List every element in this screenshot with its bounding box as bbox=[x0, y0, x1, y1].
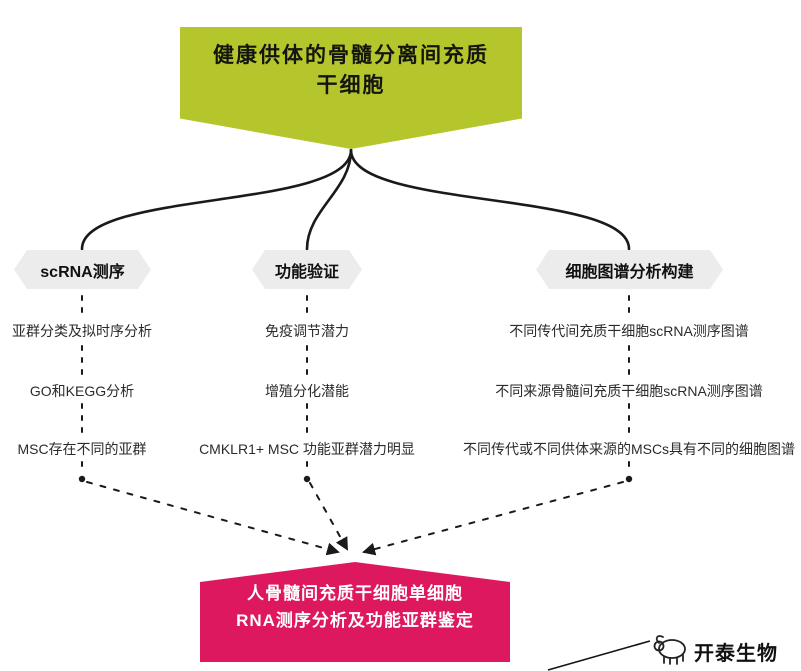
column-item: 亚群分类及拟时序分析 bbox=[12, 323, 152, 339]
column-header-cell-atlas: 细胞图谱分析构建 bbox=[536, 250, 723, 289]
bottom-node: 人骨髓间充质干细胞单细胞 RNA测序分析及功能亚群鉴定 bbox=[200, 562, 510, 662]
column-header-function-check: 功能验证 bbox=[252, 250, 362, 289]
column-item: 不同传代间充质干细胞scRNA测序图谱 bbox=[509, 323, 749, 339]
junction-dots bbox=[78, 475, 633, 483]
branch-line-mid bbox=[305, 148, 353, 251]
column-item: GO和KEGG分析 bbox=[29, 383, 135, 399]
branch-line-right bbox=[349, 148, 631, 251]
column-item: MSC存在不同的亚群 bbox=[17, 441, 147, 457]
footer-diagonal-line bbox=[547, 640, 651, 671]
column-item: 免疫调节潜力 bbox=[265, 323, 349, 339]
top-node-line1: 健康供体的骨髓分离间充质 bbox=[213, 44, 489, 67]
column-item: 不同来源骨髓间充质干细胞scRNA测序图谱 bbox=[495, 383, 763, 399]
converging-arrows bbox=[86, 481, 624, 556]
column-item: 不同传代或不同供体来源的MSCs具有不同的细胞图谱 bbox=[462, 441, 796, 457]
goat-logo-icon bbox=[653, 635, 686, 665]
column-item: 增殖分化潜能 bbox=[265, 383, 349, 399]
top-node-line2: 干细胞 bbox=[316, 74, 386, 97]
brand-name: 开泰生物 bbox=[694, 643, 778, 665]
bottom-node-line2: RNA测序分析及功能亚群鉴定 bbox=[236, 611, 474, 630]
column-item: CMKLR1+ MSC 功能亚群潜力明显 bbox=[199, 441, 415, 457]
column-header-scrna-seq: scRNA测序 bbox=[14, 250, 151, 289]
bottom-node-line1: 人骨髓间充质干细胞单细胞 bbox=[247, 584, 463, 603]
branch-line-left bbox=[80, 148, 353, 251]
top-node: 健康供体的骨髓分离间充质 干细胞 bbox=[180, 27, 522, 149]
